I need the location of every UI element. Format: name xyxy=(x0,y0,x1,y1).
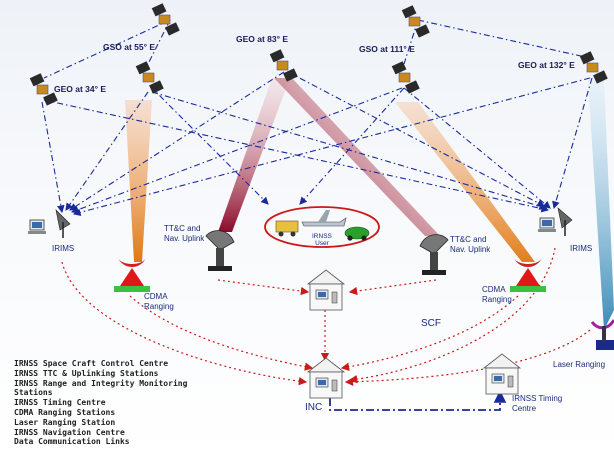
satellite-label-geo34: GEO at 34° E xyxy=(54,84,107,94)
beam-left-orange xyxy=(125,100,152,262)
inc-building xyxy=(306,357,346,399)
label-cdma-right: CDMA Ranging xyxy=(482,285,512,304)
signal-beams xyxy=(125,78,614,330)
cdma-ranging-right xyxy=(510,258,546,292)
label-ttc-left: TT&C and Nav. Uplink xyxy=(164,224,205,243)
label-scf: SCF xyxy=(421,318,441,329)
label-ttc-right: TT&C and Nav. Uplink xyxy=(450,235,491,254)
irims-station-left xyxy=(28,209,71,238)
ttc-antenna-left xyxy=(205,230,235,271)
beam-right-blue xyxy=(588,80,614,330)
ttc-antenna-right xyxy=(419,234,449,275)
label-laser-ranging: Laser Ranging xyxy=(553,360,606,369)
legend-item: Laser Ranging Station xyxy=(14,417,116,427)
satellite-label-gso55: GSO at 55° E xyxy=(103,42,156,52)
legend-item: Data Communication Links xyxy=(14,437,130,447)
data-links xyxy=(61,247,591,387)
label-timing-centre: IRNSS Timing Centre xyxy=(512,394,563,413)
legend-item: IRNSS Timing Centre xyxy=(14,398,106,408)
irims-station-right xyxy=(538,207,573,236)
laser-ranging-station xyxy=(590,319,614,350)
satellite-links xyxy=(41,19,593,217)
satellite-label-geo132: GEO at 132° E xyxy=(518,60,575,70)
timing-link xyxy=(329,390,507,411)
legend-item: IRNSS TTC & Uplinking Stations xyxy=(14,368,159,378)
beam-center-red xyxy=(274,78,440,236)
legend-item: IRNSS Range and Integrity Monitoring xyxy=(14,378,188,388)
beam-right-orange xyxy=(395,102,535,262)
satellite-icon xyxy=(29,3,608,106)
label-irims-right: IRIMS xyxy=(570,244,593,253)
label-cdma-left: CDMA Ranging xyxy=(144,292,174,311)
legend-item: Stations xyxy=(14,388,53,398)
irnss-user-group xyxy=(264,206,380,248)
label-irnss-user: IRNSS User xyxy=(312,233,332,247)
beam-left-red xyxy=(218,78,290,232)
satellite-label-gso111: GSO at 111° E xyxy=(359,44,415,54)
legend-item: CDMA Ranging Stations xyxy=(14,407,116,417)
legend-item: IRNSS Space Craft Control Centre xyxy=(14,359,169,368)
legend-item: IRNSS Navigation Centre xyxy=(14,427,125,437)
legend-list: IRNSS Space Craft Control Centre IRNSS T… xyxy=(14,359,254,447)
cdma-ranging-left xyxy=(114,258,150,292)
satellite-label-geo83: GEO at 83° E xyxy=(236,34,289,44)
label-irims-left: IRIMS xyxy=(52,244,75,253)
timing-centre-building xyxy=(482,353,522,395)
label-inc: INC xyxy=(305,402,323,413)
scf-building xyxy=(306,269,346,311)
